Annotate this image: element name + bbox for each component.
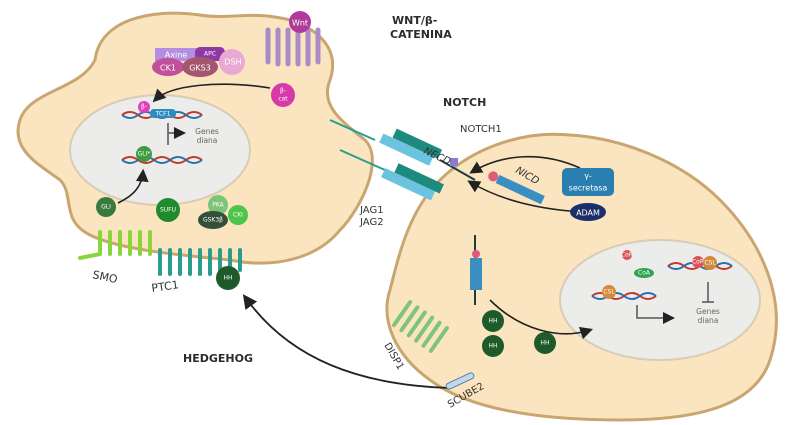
adam-label: ADAM [576,209,600,218]
frizzled-receptor [265,27,321,67]
corepressor-bound [692,256,704,268]
cki-label: CKI [233,212,243,219]
tcf-box [150,109,176,118]
beta-cat-line1: β- [280,88,286,95]
hedgehog-title: HEDGEHOG [183,352,253,365]
coactivator-node [634,268,654,278]
corepressor-bound-label: CoR [692,259,704,266]
jag-stalk-2 [339,149,386,171]
right-genes-line1: Genes [696,307,720,316]
hh-ligand-1 [482,310,504,332]
ck1-node [152,58,184,76]
jag2-label: JAG2 [359,217,384,228]
hh-bound-node [216,266,240,290]
smo-label: SMO [91,268,119,286]
notch-cleavage-site [450,158,458,166]
nuclear-gli [136,146,152,162]
apc-label: APC [204,51,216,58]
scube2-protein [445,372,475,390]
jag2-ligand [381,163,444,201]
dsh-label: DSH [224,58,241,67]
csl-active-label: CSL [603,289,615,296]
gli-label: GLI [101,204,111,211]
csl-repressed [703,256,717,270]
hh-bound-label: HH [223,275,232,282]
beta-cat-line2: cat [278,96,288,103]
nucleus-entry-arrow [489,299,594,340]
adam-node [570,203,606,221]
notch-title: NOTCH [443,96,486,109]
notch1-label: NOTCH1 [460,124,502,135]
gamma-secretase-line2: secretasa [569,184,608,193]
gks3-label: GKS3 [189,64,211,73]
csl-active [602,285,616,299]
right-nucleus [559,239,761,361]
coactivator-label: CoA [638,270,651,277]
jag1-label: JAG1 [359,205,384,216]
hh-ligand-3 [534,332,556,354]
left-genes-line1: Genes [195,127,219,136]
wnt-title-line1: WNT/β- [392,14,437,27]
nicd-fragment [488,171,545,205]
left-genes-line2: diana [197,136,218,145]
right-genes-line2: diana [698,316,719,325]
gsk3b-node [198,211,228,229]
activation-arrow [636,305,675,324]
hh-ligand-2 [482,335,504,357]
hh-ligand-1-label: HH [488,318,497,325]
cki-node [228,205,248,225]
axine-label: Axine [165,51,188,60]
hh-ligand-3-label: HH [540,340,549,347]
hh-secretion-arrow [242,294,451,389]
jag-stalk-1 [329,119,376,141]
nuclear-beta-cat [138,101,150,113]
tcf-label: TCF1 [155,111,171,118]
jag1-ligand [379,128,443,166]
notch-receptor-cap [472,250,480,258]
disp1-transporter [392,300,449,353]
ptc1-receptor [158,248,242,276]
notch-receptor-body [470,258,482,290]
gamma-secretase-line1: γ- [584,172,592,181]
sufu-node [156,198,180,222]
gli-node [96,197,116,217]
pka-label: PKA [212,202,224,209]
corepressor-free-label: CoR [621,252,633,259]
wnt-ligand [289,11,311,33]
beta-cat-arrow [152,83,271,103]
beta-catenin-node [271,83,295,107]
ck1-label: CK1 [160,64,176,73]
repression-bar [702,282,714,303]
dna-lower [121,156,203,164]
pka-node [208,195,228,215]
gsk3b-label: GSK3β [203,217,223,224]
hh-ligand-2-label: HH [488,343,497,350]
ptc1-label: PTC1 [151,278,180,295]
axine-box [155,48,197,61]
gks3-node [182,57,218,77]
corepressor-free [622,250,632,260]
notch1-stalk [439,159,476,181]
wnt-ligand-label: Wnt [292,19,308,28]
wnt-title-line2: CATENINA [390,28,452,41]
secretase-arrow [469,155,581,174]
smo-receptor [78,230,152,260]
nuclear-beta-cat-label: β- [141,104,147,111]
gli-arrow [117,168,149,204]
nuclear-gli-label: GLI* [138,151,151,158]
sufu-label: SUFU [160,207,176,214]
dsh-node [219,49,245,75]
gamma-secretase-box [562,168,614,196]
csl-repressed-label: CSL [704,260,716,267]
